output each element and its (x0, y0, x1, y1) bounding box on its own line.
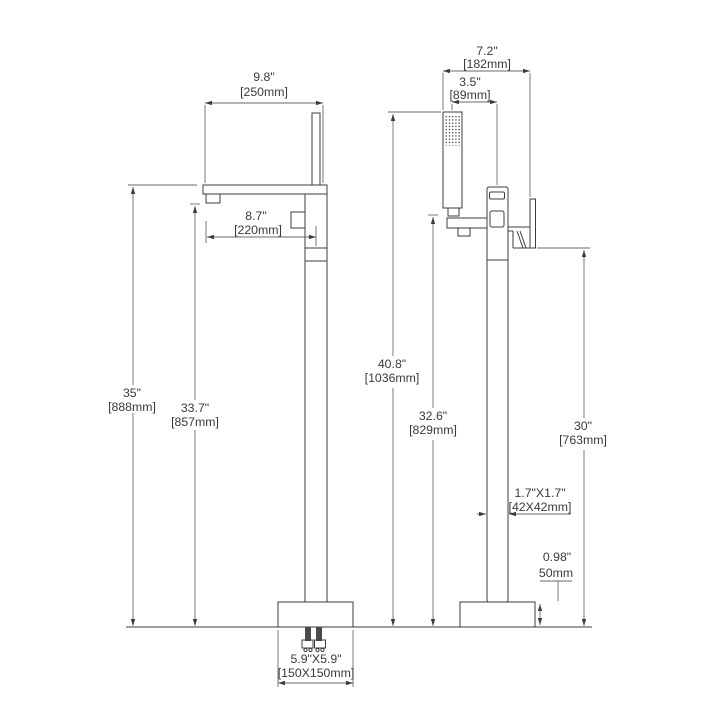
dimension-spout-width: 9.8" [250mm] (204, 70, 324, 183)
supply-hose (305, 627, 311, 641)
shower-holder-arm (446, 217, 488, 229)
dim-label: [220mm] (234, 223, 282, 237)
hose-end (303, 647, 308, 653)
dim-label: [42X42mm] (509, 500, 572, 514)
spout-bar (202, 184, 328, 195)
dim-label: [763mm] (559, 433, 607, 447)
diverter-knob (290, 211, 306, 229)
dim-label: 50mm (539, 566, 573, 580)
riser-column-front (304, 193, 328, 603)
dimension-base-height: 0.98" 50mm (537, 550, 573, 625)
lever-handle-front (311, 112, 321, 186)
dimension-shower-offset: 3.5" [89mm] (450, 75, 498, 185)
floor-base-front (277, 601, 354, 628)
dimension-shower-width: 7.2" [182mm] (442, 44, 531, 197)
dim-label: [150X150mm] (278, 666, 355, 680)
dim-label: [829mm] (409, 423, 457, 437)
dim-label: 30" (574, 419, 592, 433)
dim-label: [857mm] (171, 415, 219, 429)
dim-label: 1.7"X1.7" (514, 486, 565, 500)
column-cartridge-inset (489, 210, 505, 228)
dim-label: [1036mm] (365, 371, 420, 385)
column-top-inset (489, 191, 505, 200)
lever-handle-side (508, 198, 536, 249)
dimension-spout-reach: 8.7" [220mm] (205, 209, 317, 246)
wand-connector (447, 207, 460, 217)
dim-label: [89mm] (450, 88, 491, 102)
spout-nozzle (205, 193, 221, 204)
dim-label: 35" (123, 386, 141, 400)
supply-hose (316, 627, 322, 641)
hose-connector (301, 639, 314, 649)
hose-end (308, 647, 313, 653)
dim-label: 0.98" (543, 550, 571, 564)
dim-label: 9.8" (253, 70, 274, 84)
dimension-spout-height: 33.7" [857mm] (171, 203, 219, 626)
holder-fitting (457, 227, 471, 237)
dim-label: [250mm] (240, 85, 288, 99)
dim-label: 40.8" (378, 357, 406, 371)
dim-label: 33.7" (181, 401, 209, 415)
dim-label: 7.2" (476, 44, 497, 58)
riser-column-side (486, 186, 509, 603)
dimension-overall-height-right: 40.8" [1036mm] (365, 111, 441, 626)
dim-label: 32.6" (419, 409, 447, 423)
floor-base-side (459, 601, 536, 628)
dimension-base-size: 5.9"X5.9" [150X150mm] (277, 630, 355, 687)
dimension-shower-height: 32.6" [829mm] (409, 214, 457, 626)
hose-end (315, 647, 320, 653)
hose-end (320, 647, 325, 653)
shower-spray-face (445, 114, 460, 146)
dim-label: 3.5" (459, 75, 480, 89)
dimension-handle-height: 30" [763mm] (537, 247, 607, 626)
dim-label: [888mm] (108, 400, 156, 414)
dimension-column-size: 1.7"X1.7" [42X42mm] (477, 486, 572, 517)
dim-label: [182mm] (463, 57, 511, 71)
spout-view (202, 112, 354, 653)
hose-connector (314, 639, 326, 649)
hand-shower-view (442, 111, 536, 628)
dim-label: 8.7" (245, 209, 266, 223)
dim-label: 5.9"X5.9" (290, 652, 341, 666)
dimension-overall-height-left: 35" [888mm] (108, 184, 197, 626)
